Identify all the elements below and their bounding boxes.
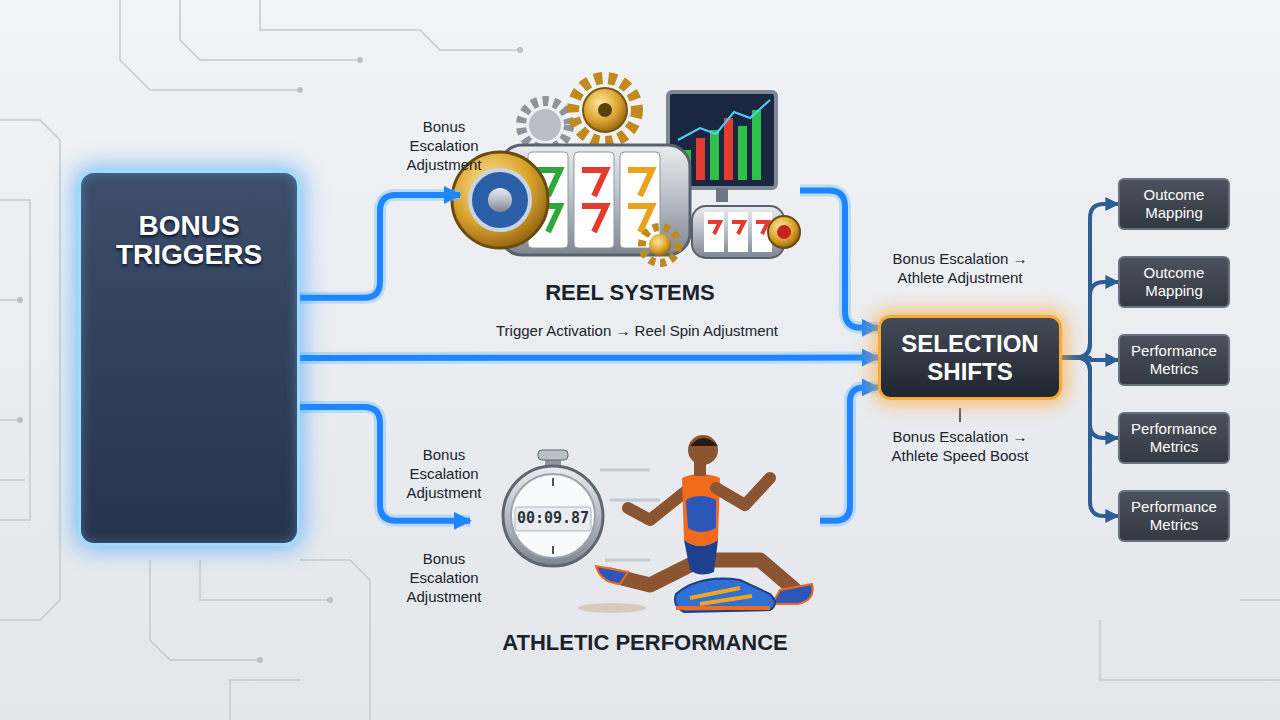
hub-box: SELECTION SHIFTS (878, 315, 1062, 400)
connector-glow (300, 352, 878, 364)
output-box: Performance Metrics (1118, 490, 1230, 542)
connector-arrow (300, 195, 460, 298)
stopwatch-icon (503, 450, 603, 566)
edge-label: Trigger Activation → Reel Spin Adjustmen… (462, 322, 812, 341)
annotation-text: Bonus Escalation → Athlete Speed Boost (885, 428, 1035, 466)
node-text: SELECTION SHIFTS (891, 330, 1049, 385)
stopwatch-readout: 00:09.87 (515, 509, 591, 528)
illustration-node: ATHLETIC PERFORMANCE (470, 420, 820, 660)
output-box: Performance Metrics (1118, 412, 1230, 464)
connector-arrow (1062, 204, 1118, 358)
illustration-node: REEL SYSTEMS (460, 80, 800, 310)
connector-glow (800, 190, 878, 327)
annotation-text: Bonus Escalation → Athlete Adjustment (885, 250, 1035, 288)
output-box: Outcome Mapping (1118, 256, 1230, 308)
connector-arrow (300, 407, 470, 521)
connector-arrow (300, 355, 878, 361)
node-text: Performance Metrics (1126, 342, 1222, 378)
node-text: Performance Metrics (1126, 420, 1222, 456)
node-text: Outcome Mapping (1126, 186, 1222, 222)
connector-glow (820, 387, 878, 520)
output-box: Performance Metrics (1118, 334, 1230, 386)
node-text: Performance Metrics (1126, 498, 1222, 534)
node-text: ATHLETIC PERFORMANCE (502, 630, 788, 656)
trigger-panel: BONUS TRIGGERS (78, 170, 300, 546)
connector-glow (300, 195, 460, 298)
runner-figure (578, 435, 813, 613)
output-box: Outcome Mapping (1118, 178, 1230, 230)
connector-arrow (820, 387, 878, 520)
annotation-text: Bonus Escalation Adjustment (392, 550, 496, 606)
tick-mark (959, 408, 961, 422)
connector-arrow (800, 190, 878, 327)
edge-label: Bonus Escalation Adjustment (392, 446, 496, 502)
connector-glow (300, 407, 470, 521)
connector-arrow (1062, 282, 1118, 358)
node-text: Outcome Mapping (1126, 264, 1222, 300)
node-text: REEL SYSTEMS (545, 280, 715, 306)
reel-machine-illustration (452, 78, 800, 263)
edge-label: Bonus Escalation Adjustment (392, 118, 496, 174)
connector-arrow (1062, 358, 1118, 516)
node-text: BONUS TRIGGERS (91, 211, 287, 270)
